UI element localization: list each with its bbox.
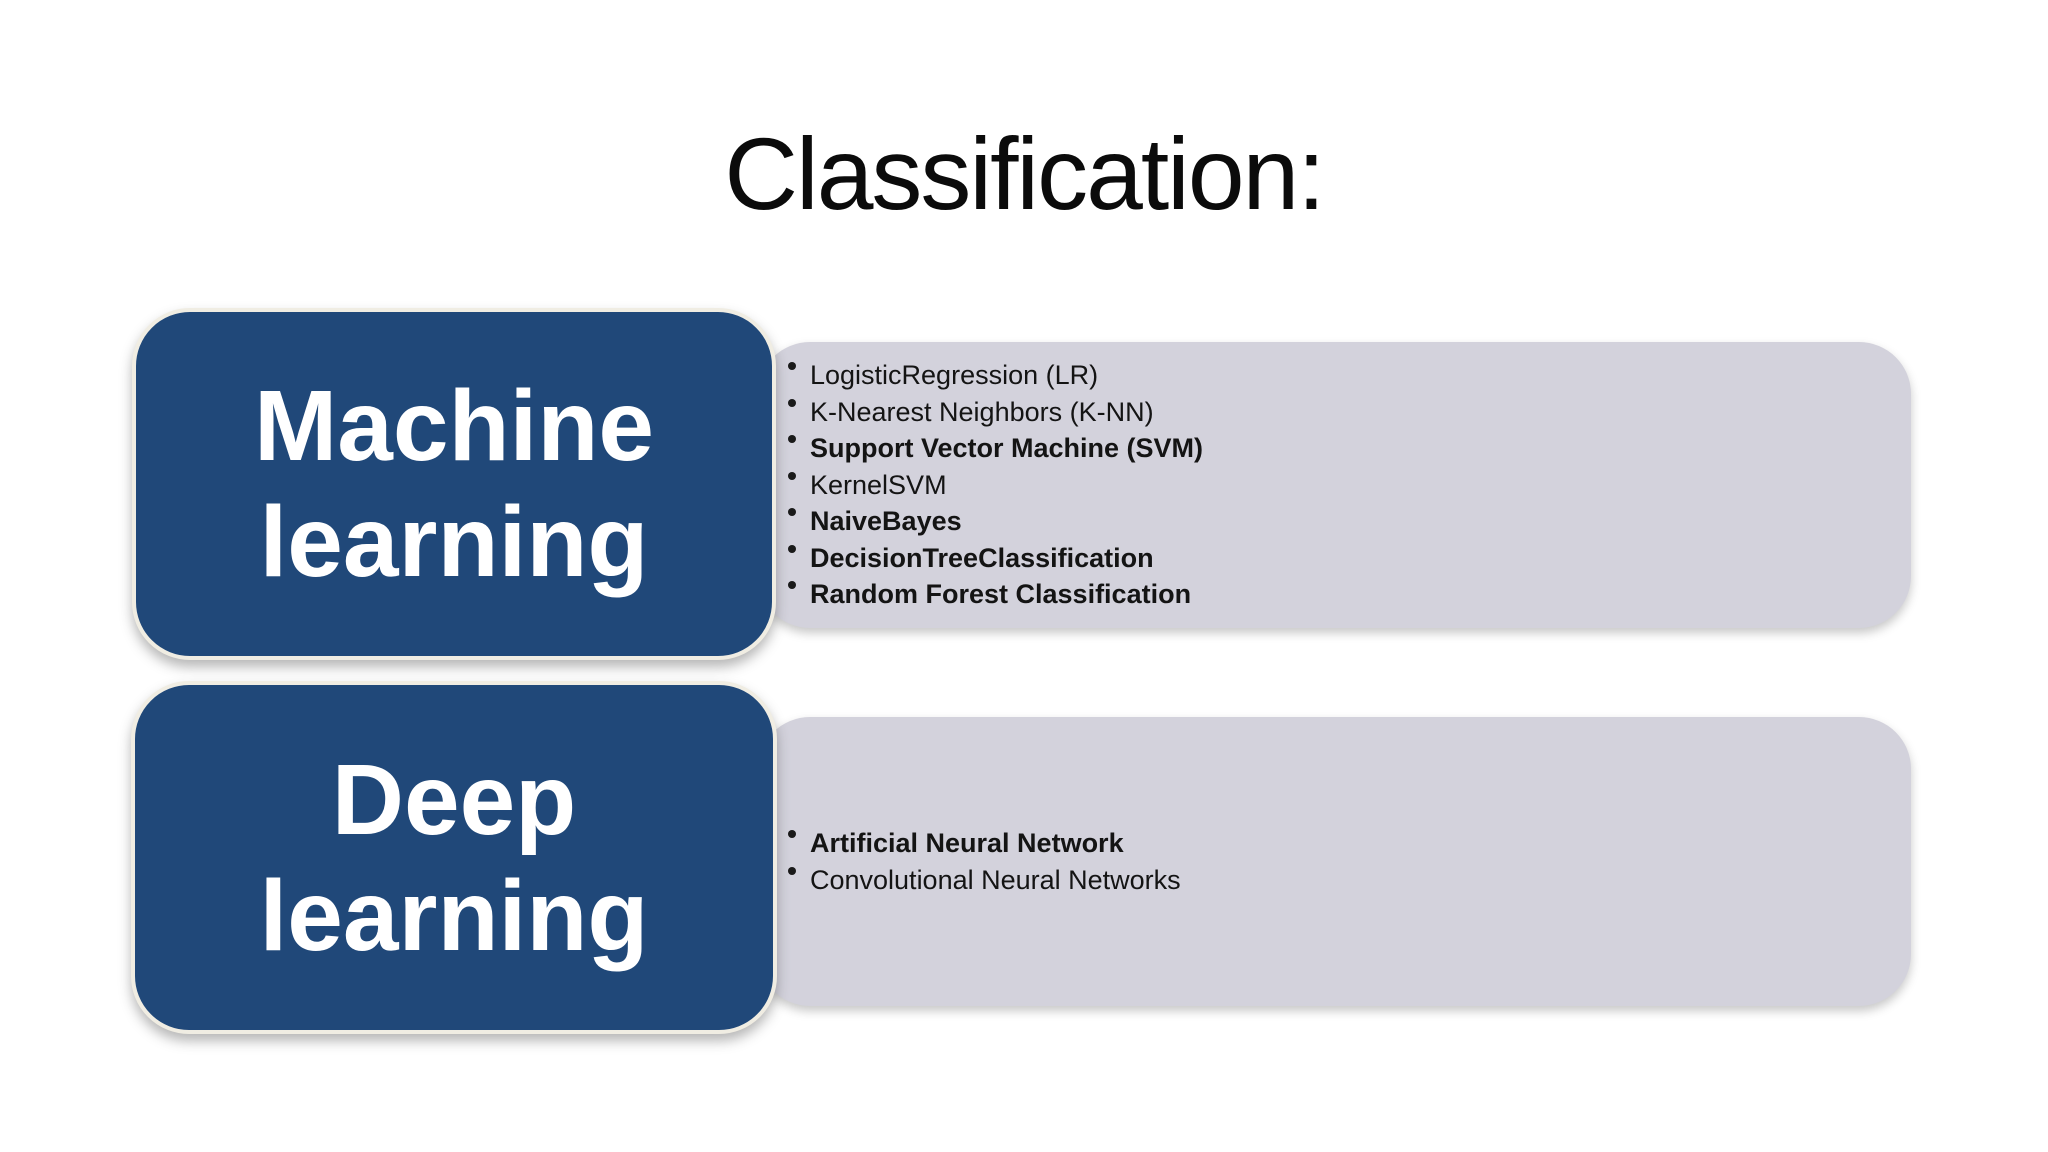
machine-learning-label: Machine learning	[253, 370, 655, 598]
list-item: Artificial Neural Network	[780, 825, 1911, 862]
list-item-text: KernelSVM	[810, 469, 947, 500]
list-item-text: NaiveBayes	[810, 506, 962, 537]
list-item: Random Forest Classification	[780, 576, 1911, 613]
list-item: K-Nearest Neighbors (K-NN)	[780, 394, 1911, 431]
list-item-text: Random Forest Classification	[810, 579, 1192, 610]
deep-learning-box: Deep learning	[131, 681, 777, 1034]
list-item-text: K-Nearest Neighbors (K-NN)	[810, 396, 1154, 427]
list-item: NaiveBayes	[780, 503, 1911, 540]
page-title: Classification:	[724, 117, 1325, 231]
deep-learning-label: Deep learning	[259, 743, 649, 972]
list-item-text: Support Vector Machine (SVM)	[810, 433, 1204, 464]
list-item-text: DecisionTreeClassification	[810, 542, 1154, 573]
list-item-text: LogisticRegression (LR)	[810, 360, 1099, 391]
list-item: LogisticRegression (LR)	[780, 357, 1911, 394]
list-item: Convolutional Neural Networks	[780, 862, 1911, 899]
list-item: KernelSVM	[780, 467, 1911, 504]
list-item-text: Artificial Neural Network	[810, 828, 1124, 858]
machine-learning-list: LogisticRegression (LR) K-Nearest Neighbo…	[780, 357, 1911, 613]
machine-learning-panel: LogisticRegression (LR) K-Nearest Neighbo…	[758, 342, 1911, 628]
list-item: DecisionTreeClassification	[780, 540, 1911, 577]
machine-learning-box: Machine learning	[132, 308, 776, 660]
list-item-text: Convolutional Neural Networks	[810, 864, 1181, 895]
list-item: Support Vector Machine (SVM)	[780, 430, 1911, 467]
